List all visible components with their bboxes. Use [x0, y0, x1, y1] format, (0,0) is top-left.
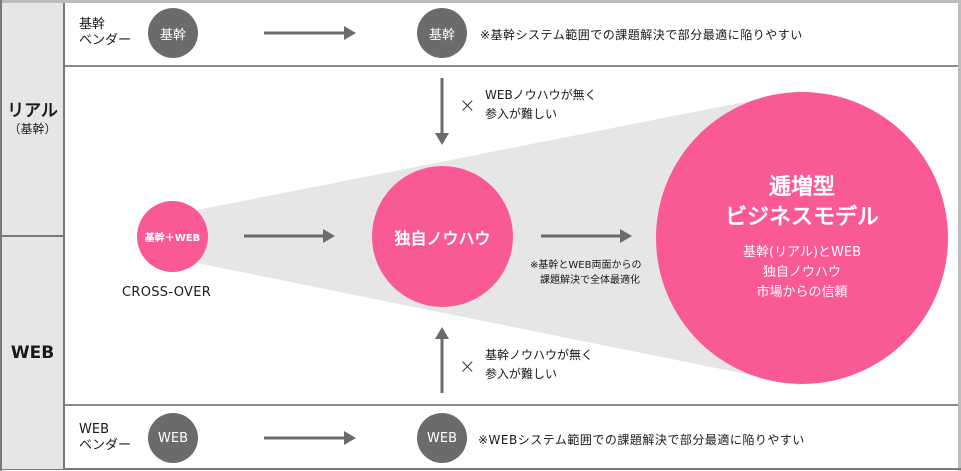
top-vendor-label: 基幹 ベンダー: [79, 17, 131, 49]
row-label-web: WEB: [10, 343, 55, 363]
top-vendor-line2: ベンダー: [79, 33, 132, 48]
top-start-circle: 基幹: [148, 8, 198, 58]
crossover-circle-label: 基幹＋WEB: [144, 233, 201, 244]
barrier-top-text: WEBノウハウが無く 参入が難しい: [485, 86, 597, 124]
business-model-circle: 逓増型 ビジネスモデル 基幹(リアル)とWEB 独自ノウハウ 市場からの信頼: [656, 92, 948, 384]
business-model-title-line2: ビジネスモデル: [724, 205, 879, 230]
top-start-circle-label: 基幹: [159, 27, 186, 43]
top-row-note: ※基幹システム範囲での課題解決で部分最適に陥りやすい: [480, 28, 803, 42]
up-arrow: [435, 327, 449, 393]
bottom-end-circle-label: WEB: [427, 430, 457, 446]
frame-bottom-border: [0, 468, 961, 470]
bottom-row-note: ※WEBシステム範囲での課題解決で部分最適に陥りやすい: [478, 433, 805, 447]
business-model-points: 基幹(リアル)とWEB 独自ノウハウ 市場からの信頼: [743, 243, 861, 303]
barrier-bottom-text: 基幹ノウハウが無く 参入が難しい: [485, 346, 593, 384]
barrier-top-line2: 参入が難しい: [485, 107, 558, 121]
top-end-circle: 基幹: [417, 8, 467, 58]
bottom-vendor-label: WEB ベンダー: [79, 422, 131, 454]
business-model-title: 逓増型 ビジネスモデル: [725, 173, 879, 233]
row-label-real-sub: （基幹）: [8, 122, 57, 136]
top-row-arrow: [264, 26, 356, 40]
knowhow-circle: 独自ノウハウ: [372, 166, 513, 307]
optimization-note-line2: 課題解決で全体最適化: [540, 275, 640, 286]
down-arrow: [435, 78, 449, 145]
barrier-bottom-x-icon: ×: [459, 354, 476, 378]
bottom-vendor-line2: ベンダー: [79, 438, 132, 453]
business-model-point: 独自ノウハウ: [762, 265, 841, 280]
business-model-title-line1: 逓増型: [768, 175, 835, 200]
frame-right-border: [958, 0, 961, 471]
row-label-real: リアル: [7, 101, 58, 121]
bottom-vendor-line1: WEB: [79, 422, 109, 437]
barrier-bottom-line1: 基幹ノウハウが無く: [485, 348, 594, 362]
crossover-label: CROSS-OVER: [122, 285, 212, 300]
business-model-point: 市場からの信頼: [756, 285, 848, 300]
barrier-top-x-icon: ×: [459, 93, 476, 117]
top-row-divider: [65, 65, 958, 67]
knowhow-circle-label: 独自ノウハウ: [394, 228, 491, 248]
business-model-point: 基幹(リアル)とWEB: [743, 245, 861, 260]
barrier-top-line1: WEBノウハウが無く: [485, 88, 597, 102]
top-end-circle-label: 基幹: [428, 27, 455, 43]
frame-top-border: [0, 0, 961, 3]
bottom-start-circle: WEB: [148, 413, 198, 463]
bottom-start-circle-label: WEB: [158, 430, 188, 446]
knowhow-to-model-arrow: [541, 229, 632, 243]
row-label-divider: [2, 235, 65, 237]
top-vendor-line1: 基幹: [79, 17, 106, 32]
bottom-row-arrow: [264, 431, 356, 445]
crossover-circle: 基幹＋WEB: [137, 201, 208, 272]
barrier-bottom-line2: 参入が難しい: [485, 367, 558, 381]
optimization-note: ※基幹とWEB両面からの 課題解決で全体最適化: [530, 258, 641, 288]
bottom-end-circle: WEB: [417, 413, 467, 463]
row-label-column: [2, 3, 65, 469]
frame-left-border: [0, 0, 2, 471]
optimization-note-line1: ※基幹とWEB両面からの: [530, 260, 642, 271]
bottom-row-divider: [65, 404, 958, 406]
crossover-to-knowhow-arrow: [244, 229, 335, 243]
